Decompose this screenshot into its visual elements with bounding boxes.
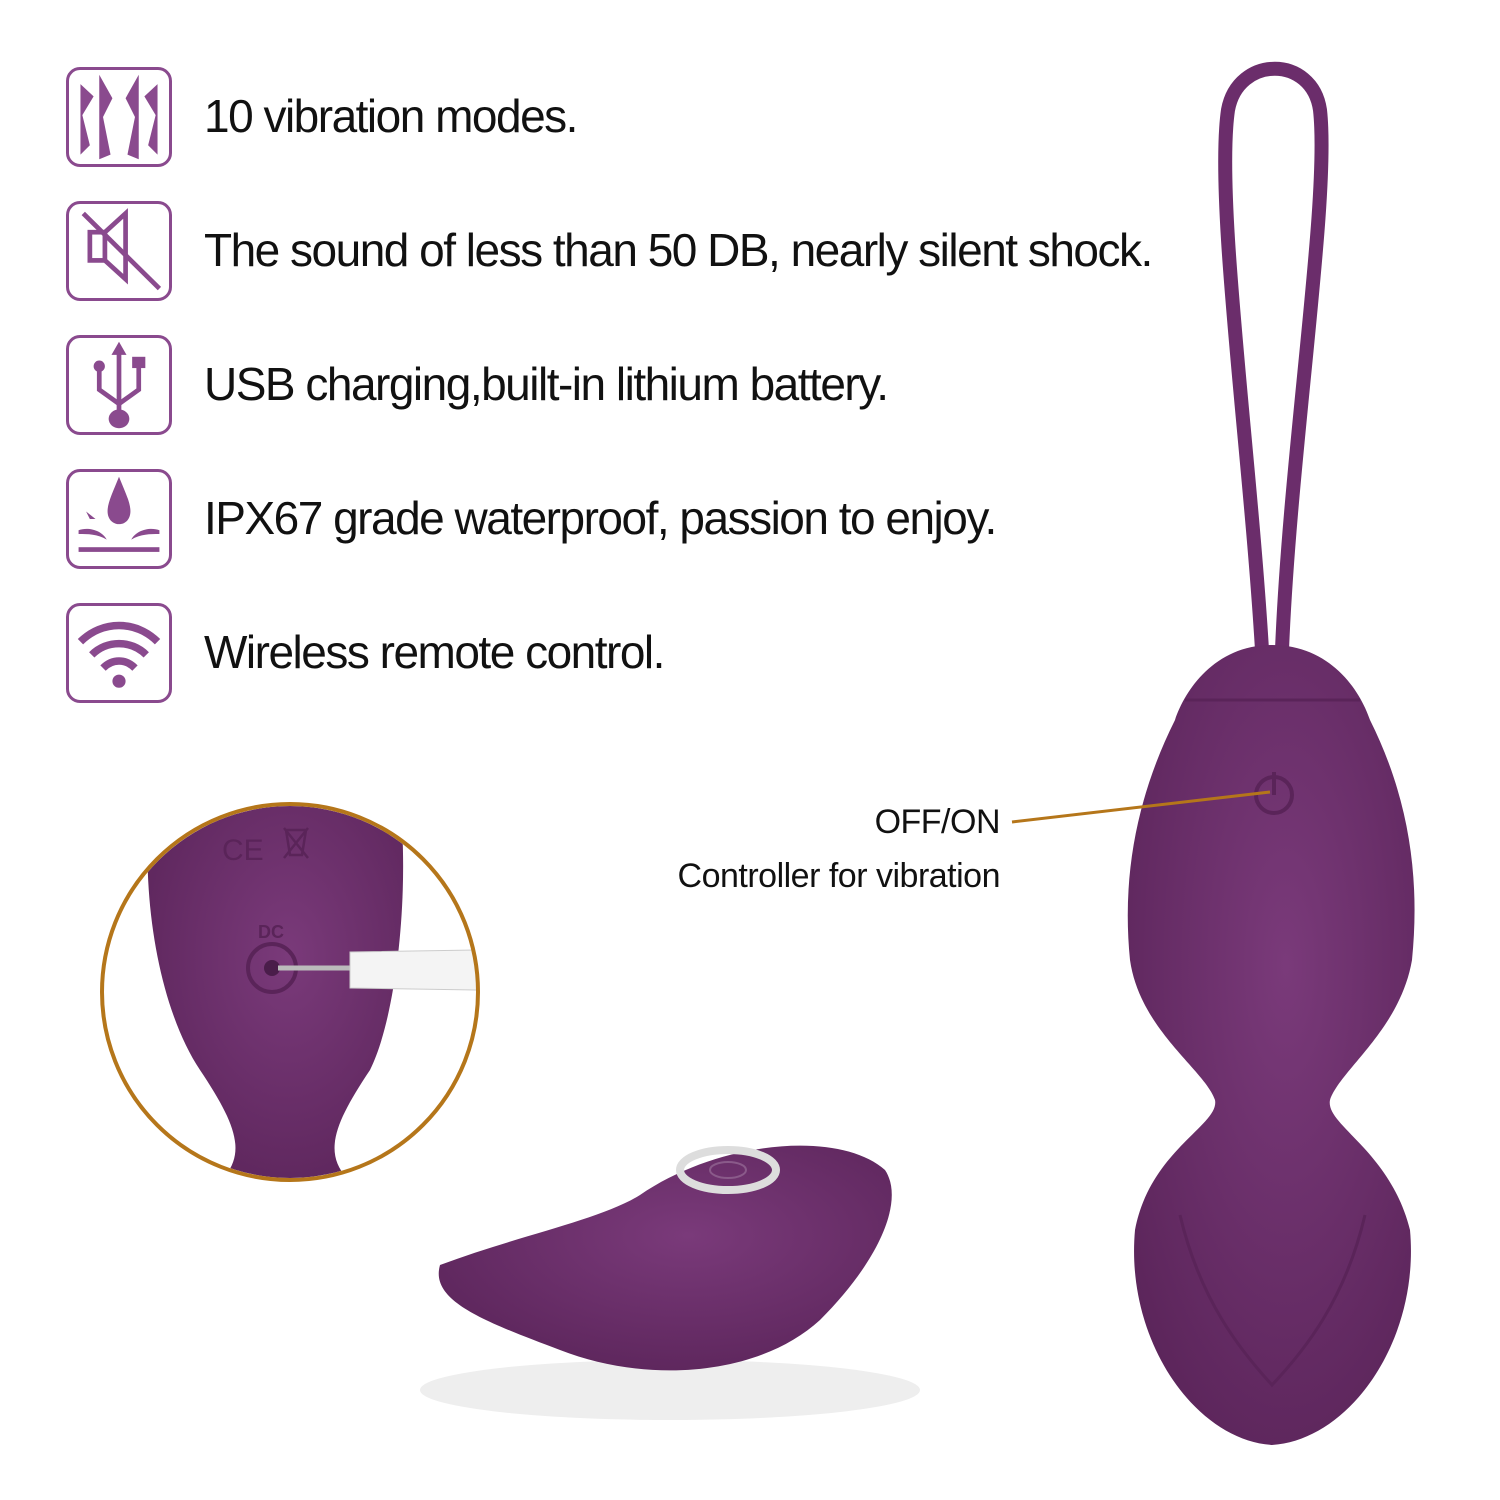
feature-silent: The sound of less than 50 DB, nearly sil… [66,201,1166,305]
usb-icon [66,335,172,435]
water-drop-icon [66,469,172,569]
vibration-icon [66,67,172,167]
feature-text: The sound of less than 50 DB, nearly sil… [204,224,1153,276]
remote-power-button[interactable] [676,1146,780,1194]
charging-port-inset: CE DC [100,802,480,1182]
callout-line [1011,790,1271,824]
feature-usb: USB charging,built-in lithium battery. [66,335,1166,439]
feature-text: 10 vibration modes. [204,90,578,142]
wifi-icon [66,603,172,703]
weee-bin-icon [283,827,309,859]
feature-text: IPX67 grade waterproof, passion to enjoy… [204,492,997,544]
egg-vibrator [1127,645,1415,1445]
feature-text: USB charging,built-in lithium battery. [204,358,889,410]
mute-speaker-icon [66,201,172,301]
ce-mark: CE [222,834,264,867]
feature-text: Wireless remote control. [204,626,665,678]
controller-label: Controller for vibration [677,857,1001,895]
egg-loop-cord [1218,61,1329,651]
feature-waterproof: IPX67 grade waterproof, passion to enjoy… [66,469,1166,573]
power-label: OFF/ON [874,803,1001,841]
dc-port-label: DC [258,922,284,942]
feature-vibration: 10 vibration modes. [66,67,1166,171]
remote-control [420,1145,920,1420]
feature-wireless: Wireless remote control. [66,603,1166,707]
